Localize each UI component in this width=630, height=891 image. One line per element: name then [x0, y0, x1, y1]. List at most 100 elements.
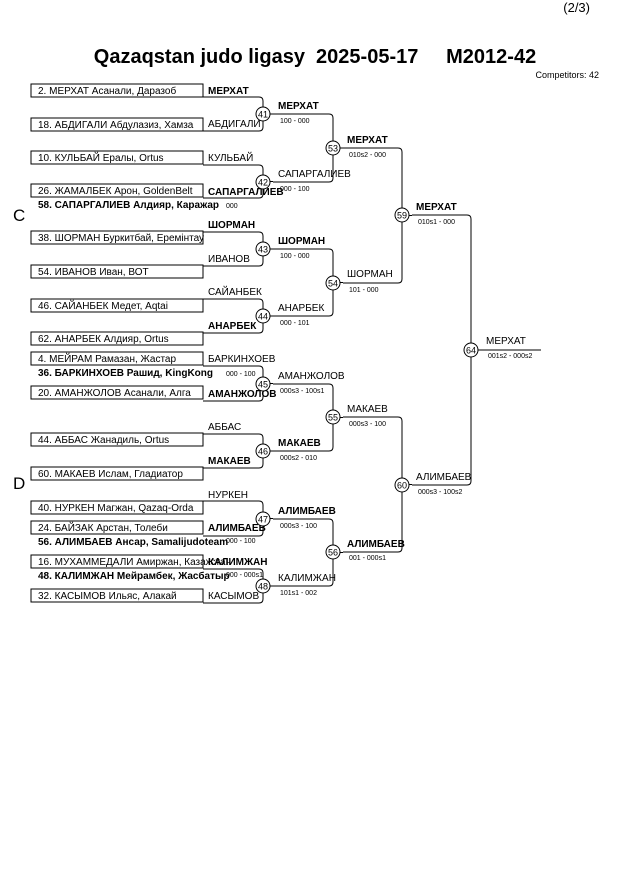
match-number: 46 — [255, 443, 271, 459]
competitor-box — [30, 83, 204, 98]
match-score: 000s3 - 100 — [349, 421, 386, 428]
svg-text:43: 43 — [258, 245, 268, 255]
winner-name: МАКАЕВ — [278, 438, 321, 449]
winner-name: НУРКЕН — [208, 490, 248, 501]
competitor-entry: 26. ЖАМАЛБЕК Арон, GoldenBelt — [38, 186, 193, 197]
winner-name: МАКАЕВ — [347, 404, 388, 415]
competitor-entry: 10. КУЛЬБАЙ Ералы, Ortus — [38, 151, 164, 164]
match-score: 000 — [226, 203, 238, 210]
competitor-box — [30, 385, 204, 400]
competitor-entry: 56. АЛИМБАЕВ Ансар, Samalijudoteam — [38, 537, 228, 548]
match-number: 60 — [394, 477, 410, 493]
svg-text:53: 53 — [328, 144, 338, 154]
winner-name: МЕРХАТ — [416, 202, 457, 213]
competitor-entry: 48. КАЛИМЖАН Мейрамбек, Жасбатыр — [38, 570, 230, 582]
match-number: 55 — [325, 409, 341, 425]
winner-name: САПАРГАЛИЕВ — [278, 169, 351, 180]
winner-name: АЛИМБАЕВ — [347, 539, 405, 550]
match-score: 010s1 - 000 — [418, 219, 455, 226]
svg-text:48: 48 — [258, 582, 268, 592]
winner-name: АМАНЖОЛОВ — [208, 389, 276, 400]
page-title: Qazaqstan judo ligasy 2025-05-17 M2012-4… — [93, 46, 537, 68]
match-score: 000 - 101 — [280, 320, 310, 327]
match-number: 41 — [255, 106, 271, 122]
competitor-entry: 62. АНАРБЕК Алдияр, Ortus — [38, 334, 169, 345]
competitor-entry: 46. САЙАНБЕК Медет, Aqtai — [38, 299, 168, 312]
match-score: 010s2 - 000 — [349, 152, 386, 159]
svg-text:56: 56 — [328, 548, 338, 558]
match-number: 53 — [325, 140, 341, 156]
svg-text:41: 41 — [258, 110, 268, 120]
bracket-connector — [343, 416, 403, 553]
competitor-entry: 18. АБДИГАЛИ Абдулазиз, Хамза — [38, 119, 194, 131]
competitor-box — [30, 588, 204, 603]
winner-name: АНАРБЕК — [278, 303, 324, 314]
svg-text:59: 59 — [397, 211, 407, 221]
match-number: 64 — [463, 342, 479, 358]
match-score: 000s2 - 010 — [280, 455, 317, 462]
svg-text:47: 47 — [258, 515, 268, 525]
competitor-entry: 38. ШОРМАН Буркитбай, Еремінтау — [38, 232, 204, 244]
competitor-box — [30, 264, 204, 279]
match-score: 000 - 100 — [226, 371, 256, 378]
svg-text:54: 54 — [328, 279, 338, 289]
match-number: 44 — [255, 308, 271, 324]
winner-name: МЕРХАТ — [278, 101, 319, 112]
winner-name: ШОРМАН — [208, 220, 255, 231]
svg-text:44: 44 — [258, 312, 268, 322]
competitor-entry: 16. МУХАММЕДАЛИ Амиржан, Казахстан — [38, 557, 231, 568]
winner-name: КУЛЬБАЙ — [208, 151, 253, 164]
match-number: 56 — [325, 544, 341, 560]
competitor-box — [30, 466, 204, 481]
competitor-entry: 54. ИВАНОВ Иван, ВОТ — [38, 267, 149, 278]
winner-name: КАЛИМЖАН — [208, 557, 267, 568]
match-number: 42 — [255, 174, 271, 190]
competitor-entry: 2. МЕРХАТ Асанали, Даразоб — [38, 85, 176, 97]
match-score: 100 - 000 — [280, 253, 310, 260]
match-score: 001 - 000s1 — [349, 555, 386, 562]
competitor-entry: 4. МЕЙРАМ Рамазан, Жастар — [38, 352, 176, 365]
match-score: 000s3 - 100 — [280, 523, 317, 530]
competitor-box — [30, 230, 204, 245]
section-label: D — [13, 474, 26, 493]
winner-name: ШОРМАН — [278, 236, 325, 247]
competitor-entry: 58. САПАРГАЛИЕВ Алдияр, Каражар — [38, 200, 219, 211]
competitor-entry: 24. БАЙЗАК Арстан, Толеби — [38, 521, 168, 534]
competitor-entry: 40. НУРКЕН Магжан, Qazaq-Orda — [38, 503, 194, 514]
competitor-entry: 36. БАРКИНХОЕВ Рашид, KingKong — [38, 368, 213, 379]
competitor-box — [30, 331, 204, 346]
svg-text:55: 55 — [328, 413, 338, 423]
svg-text:60: 60 — [397, 481, 407, 491]
winner-name: АЛИМБАЕВ — [278, 506, 336, 517]
svg-text:46: 46 — [258, 447, 268, 457]
match-score: 000s3 - 100s1 — [280, 388, 324, 395]
match-number: 48 — [255, 578, 271, 594]
competitor-entry: 44. АББАС Жанадиль, Ortus — [38, 435, 169, 446]
match-number: 45 — [255, 376, 271, 392]
match-score: 101s1 - 002 — [280, 590, 317, 597]
match-score: 000 - 100 — [226, 538, 256, 545]
match-number: 43 — [255, 241, 271, 257]
competitor-box — [30, 183, 204, 198]
winner-name: МЕРХАТ — [208, 86, 249, 97]
competitor-entry: 20. АМАНЖОЛОВ Асанали, Алга — [38, 388, 191, 399]
winner-name: МЕРХАТ — [347, 135, 388, 146]
svg-text:45: 45 — [258, 380, 268, 390]
winner-name: АЛИМБАЕВ — [208, 523, 266, 534]
match-number: 47 — [255, 511, 271, 527]
winner-name: ШОРМАН — [347, 269, 393, 280]
winner-name: АЛИМБАЕВ — [416, 472, 472, 483]
competitors-count: Competitors: 42 — [535, 70, 599, 80]
match-score: 000s3 - 100s2 — [418, 489, 462, 496]
winner-name: ИВАНОВ — [208, 254, 250, 265]
competitor-entry: 60. МАКАЕВ Ислам, Гладиатор — [38, 469, 183, 480]
bracket-connector — [343, 147, 403, 284]
competitor-entry: 32. КАСЫМОВ Ильяс, Алакай — [38, 591, 177, 602]
competitor-box — [30, 298, 204, 313]
match-number: 59 — [394, 207, 410, 223]
section-label: C — [13, 206, 26, 225]
winner-name: АББАС — [208, 422, 241, 433]
winner-name: МЕРХАТ — [486, 336, 526, 347]
svg-text:64: 64 — [466, 346, 476, 356]
